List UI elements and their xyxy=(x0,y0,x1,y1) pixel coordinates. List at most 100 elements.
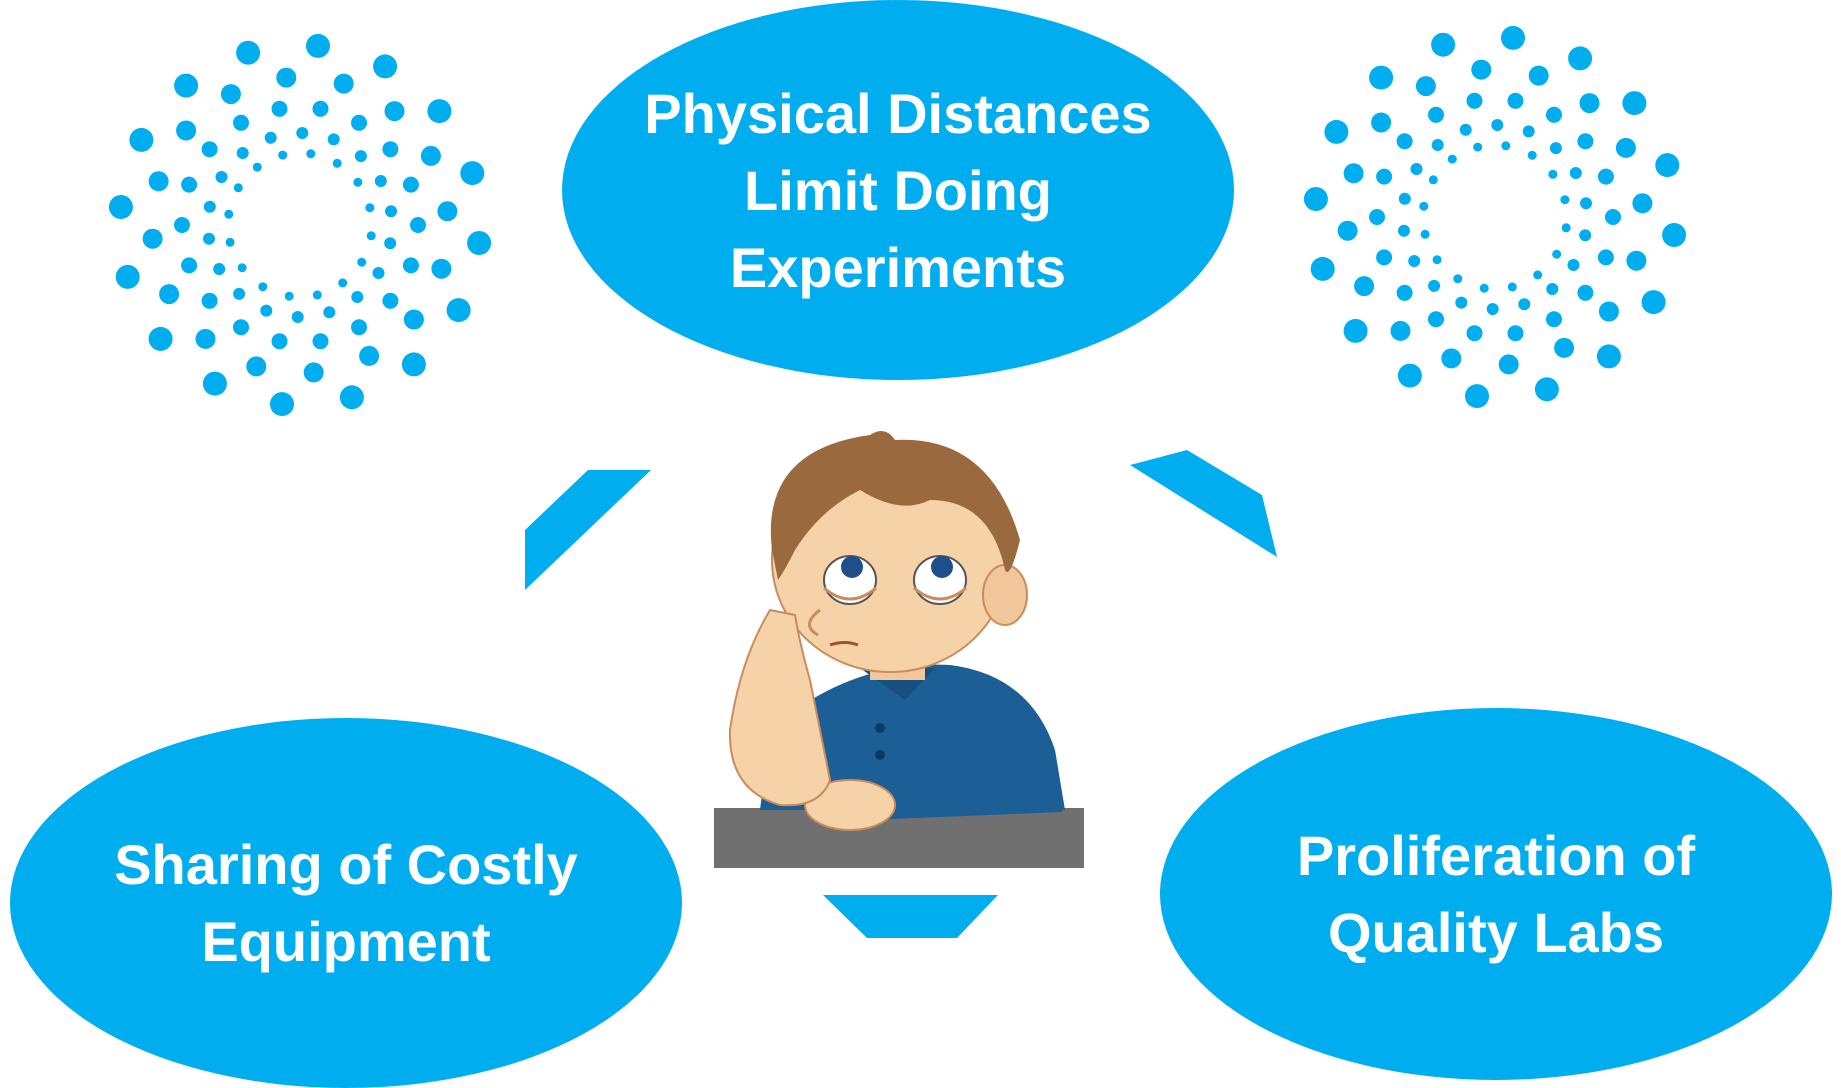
decoration-dot xyxy=(129,127,154,152)
decoration-dot xyxy=(1641,290,1666,315)
decoration-dot xyxy=(1568,46,1593,71)
shirt-button xyxy=(875,723,885,733)
decoration-dot xyxy=(401,352,426,377)
decoration-dot xyxy=(176,120,197,141)
decoration-dot xyxy=(1428,279,1441,292)
boy-hand-resting xyxy=(804,779,896,831)
decoration-dot xyxy=(338,278,348,288)
arrow-segment-right xyxy=(1130,450,1277,557)
arrow-segment-left xyxy=(525,470,651,590)
bubble-top-line-2: Limit Doing xyxy=(744,158,1052,222)
boy-hair xyxy=(770,431,1020,580)
boy-hand-on-cheek xyxy=(728,608,832,807)
boy-nose xyxy=(808,608,821,637)
decoration-dot xyxy=(1428,311,1444,328)
boy-shirt xyxy=(760,664,1065,810)
decoration-dot xyxy=(1310,256,1335,281)
decoration-dot xyxy=(237,263,247,273)
decoration-dot xyxy=(351,291,364,303)
decoration-dot xyxy=(181,257,198,274)
decoration-dot xyxy=(354,150,367,163)
decoration-dot xyxy=(233,287,246,300)
decoration-dot xyxy=(159,284,180,305)
decoration-dot xyxy=(1415,76,1436,97)
decoration-dot xyxy=(365,203,375,213)
decoration-dot xyxy=(1598,301,1619,322)
decoration-dot xyxy=(296,127,309,139)
decoration-dot xyxy=(1528,65,1549,86)
decoration-dot xyxy=(1580,197,1592,210)
decoration-dot xyxy=(1447,154,1457,164)
decoration-dot xyxy=(446,298,471,323)
decoration-dot xyxy=(332,158,342,168)
decoration-dot xyxy=(215,171,228,183)
decoration-dot xyxy=(420,145,441,166)
decoration-dot xyxy=(1466,325,1483,342)
decoration-dot xyxy=(1507,92,1524,109)
decoration-dot xyxy=(357,257,367,267)
decoration-dot xyxy=(1431,139,1444,151)
decoration-dot xyxy=(142,228,163,249)
decoration-dot xyxy=(1396,284,1413,301)
decoration-dot xyxy=(203,232,215,245)
decoration-dot xyxy=(1507,325,1524,342)
arrow-segment-bottom xyxy=(823,895,998,938)
decoration-dot xyxy=(1455,296,1468,309)
decoration-dot xyxy=(174,73,199,98)
decoration-dot xyxy=(1632,193,1653,214)
decoration-dot xyxy=(374,175,387,187)
decoration-dot xyxy=(270,392,294,417)
boy-pupil-right xyxy=(931,556,953,578)
decoration-dot xyxy=(1527,150,1537,160)
bubble-quality-labs-text: Proliferation of Quality Labs xyxy=(1297,817,1695,971)
decoration-dot xyxy=(333,73,354,94)
decoration-dot xyxy=(1428,175,1438,185)
decoration-dot xyxy=(233,319,249,336)
decoration-dot xyxy=(359,345,380,366)
decoration-dot xyxy=(278,150,288,160)
boy-pupil-left xyxy=(841,556,863,578)
decoration-dot xyxy=(1465,384,1489,409)
decoration-dot xyxy=(382,141,399,158)
shirt-button xyxy=(875,750,885,760)
decoration-dot xyxy=(382,292,399,309)
decoration-dot xyxy=(1560,195,1570,205)
boy-ear xyxy=(982,564,1028,626)
decoration-dot xyxy=(1369,209,1385,225)
decoration-dot xyxy=(1518,298,1531,311)
decoration-dot xyxy=(1396,133,1413,150)
decoration-dot xyxy=(1479,283,1489,293)
decoration-dot xyxy=(1626,250,1647,271)
decoration-dot xyxy=(1398,192,1411,205)
decoration-dot xyxy=(276,67,297,88)
decoration-dot xyxy=(148,326,173,351)
decoration-dot xyxy=(1343,318,1368,343)
bubble-top-line-1: Physical Distances xyxy=(644,81,1152,145)
decoration-dot xyxy=(1324,119,1349,144)
decoration-dot xyxy=(372,267,385,279)
decoration-dot xyxy=(1369,65,1394,90)
decoration-dot xyxy=(1552,249,1562,259)
decoration-dot xyxy=(284,291,294,301)
decoration-dot xyxy=(1376,168,1393,185)
decoration-dot xyxy=(351,114,367,131)
decoration-dot xyxy=(201,292,218,309)
decoration-dot xyxy=(225,237,235,247)
radial-dots-right-decoration xyxy=(1303,25,1687,409)
decoration-dot xyxy=(203,200,216,213)
decoration-dot xyxy=(303,362,324,383)
decoration-dot xyxy=(291,311,304,323)
decoration-dot xyxy=(1397,363,1422,388)
decoration-dot xyxy=(115,264,140,289)
decoration-dot xyxy=(224,209,234,219)
decoration-dot xyxy=(252,162,262,172)
decoration-dot xyxy=(437,201,458,222)
decoration-dot xyxy=(1622,91,1647,116)
decoration-dot xyxy=(271,100,288,117)
decoration-dot xyxy=(236,40,261,65)
decoration-dot xyxy=(1371,112,1392,133)
bubble-physical-distances-text: Physical Distances Limit Doing Experimen… xyxy=(644,75,1151,306)
bubble-top-line-3: Experiments xyxy=(729,235,1067,299)
bubble-sharing-equipment: Sharing of Costly Equipment xyxy=(10,718,682,1088)
